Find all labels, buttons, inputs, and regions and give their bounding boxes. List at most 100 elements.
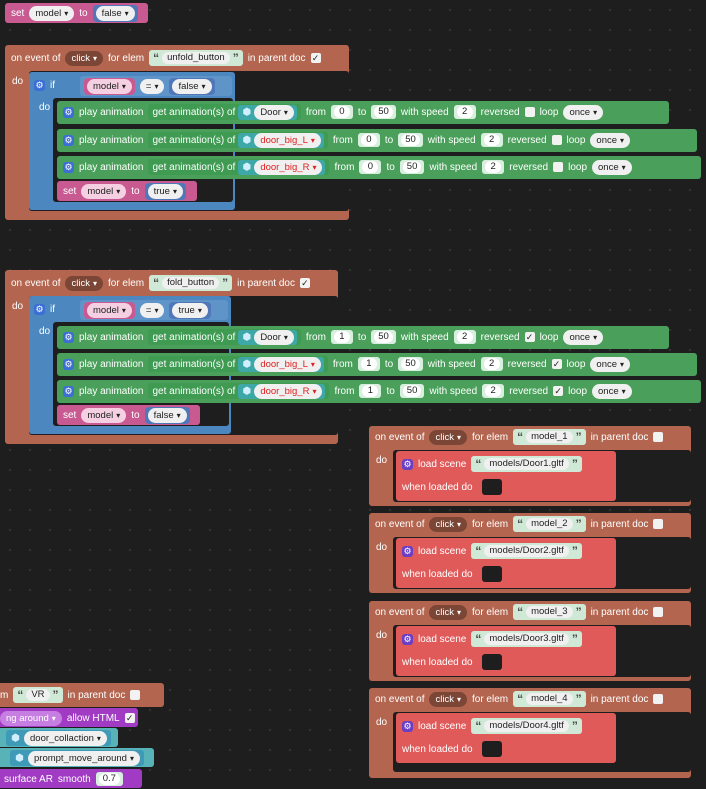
door-collaction-block[interactable]: ⬢door_collaction [0, 728, 118, 747]
speed-num[interactable]: 2 [482, 384, 505, 398]
load-scene-block[interactable]: ⚙ load scene “models/Door3.gltf” when lo… [396, 626, 616, 676]
surface-ar-block[interactable]: surface AR smooth 0.7 [0, 769, 142, 788]
bool-dropdown[interactable]: true [147, 183, 183, 199]
gear-icon[interactable]: ⚙ [402, 458, 413, 470]
cond-val-dropdown[interactable]: true [172, 302, 208, 318]
loop-dropdown[interactable]: once [592, 383, 632, 399]
to-num[interactable]: 50 [398, 357, 423, 371]
in-parent-doc-checkbox[interactable] [653, 694, 664, 704]
speed-value[interactable]: 2 [483, 358, 500, 370]
anim-row[interactable]: ⚙ play animation get animation(s) of⬢Doo… [57, 101, 669, 124]
path-input[interactable]: models/Door4.gltf [484, 720, 569, 732]
from-num[interactable]: 1 [330, 330, 353, 344]
speed-value[interactable]: 2 [456, 106, 473, 118]
cond-var-dropdown[interactable]: model [87, 302, 132, 318]
bool-dropdown[interactable]: false [95, 5, 135, 21]
anim-row[interactable]: ⚙ play animation get animation(s) of⬢doo… [57, 380, 701, 403]
gear-icon[interactable]: ⚙ [63, 106, 74, 118]
gear-icon[interactable]: ⚙ [63, 161, 74, 173]
in-parent-doc-checkbox[interactable] [653, 519, 664, 529]
load-scene-block[interactable]: ⚙ load scene “models/Door2.gltf” when lo… [396, 538, 616, 588]
var-dropdown[interactable]: model [29, 5, 75, 21]
speed-value[interactable]: 2 [456, 331, 473, 343]
to-num[interactable]: 50 [371, 330, 396, 344]
cond-val-dropdown[interactable]: false [172, 78, 212, 94]
elem-input[interactable]: model_3 [526, 606, 573, 618]
in-parent-doc-checkbox[interactable]: ✓ [299, 278, 310, 288]
obj-dropdown[interactable]: Door [254, 329, 294, 345]
from-num[interactable]: 1 [357, 357, 380, 371]
in-parent-doc-checkbox[interactable] [653, 432, 664, 442]
gear-icon[interactable]: ⚙ [63, 331, 74, 343]
event-dropdown[interactable]: click [429, 691, 467, 707]
anim-row[interactable]: ⚙ play animation get animation(s) of⬢Doo… [57, 326, 669, 349]
var-dropdown[interactable]: model [81, 183, 127, 199]
to-value[interactable]: 50 [401, 358, 420, 370]
from-num[interactable]: 0 [359, 160, 382, 174]
in-parent-doc-checkbox[interactable]: ✓ [310, 53, 321, 63]
allow-html-checkbox[interactable]: ✓ [124, 713, 135, 723]
door-collaction-dropdown[interactable]: door_collaction [24, 730, 107, 746]
to-num[interactable]: 50 [399, 160, 425, 174]
op-dropdown[interactable]: = [139, 302, 165, 318]
load-scene-block[interactable]: ⚙ load scene “models/Door1.gltf” when lo… [396, 451, 616, 501]
reversed-checkbox[interactable] [551, 135, 562, 145]
in-parent-doc-checkbox[interactable] [130, 690, 141, 700]
event-dropdown[interactable]: click [429, 429, 467, 445]
from-value[interactable]: 1 [362, 385, 379, 397]
to-value[interactable]: 50 [374, 331, 393, 343]
prompt-block[interactable]: ⬢prompt_move_around [0, 748, 154, 767]
event-dropdown[interactable]: click [65, 275, 103, 291]
loop-dropdown[interactable]: once [590, 132, 631, 148]
reversed-checkbox[interactable] [553, 162, 564, 172]
from-num[interactable]: 0 [330, 105, 353, 119]
reversed-checkbox[interactable]: ✓ [553, 386, 564, 396]
speed-num[interactable]: 2 [480, 133, 503, 147]
gear-icon[interactable]: ⚙ [63, 385, 74, 397]
obj-dropdown[interactable]: door_big_R [254, 383, 323, 399]
gear-icon[interactable]: ⚙ [402, 545, 413, 557]
reversed-checkbox[interactable]: ✓ [551, 359, 562, 369]
around-block[interactable]: ng around allow HTML ✓ [0, 708, 138, 727]
elem-input[interactable]: model_1 [526, 431, 573, 443]
speed-num[interactable]: 2 [480, 357, 503, 371]
set-false-block[interactable]: set model to false [57, 405, 200, 425]
elem-input[interactable]: model_4 [526, 693, 573, 705]
elem-input[interactable]: unfold_button [162, 52, 230, 64]
speed-num[interactable]: 2 [453, 105, 476, 119]
loop-dropdown[interactable]: once [563, 104, 604, 120]
event-dropdown[interactable]: click [429, 516, 467, 532]
set-true-block[interactable]: set model to true [57, 181, 197, 201]
gear-icon[interactable]: ⚙ [63, 134, 74, 146]
from-value[interactable]: 0 [333, 106, 350, 118]
obj-dropdown[interactable]: door_big_R [254, 159, 323, 175]
speed-value[interactable]: 2 [485, 385, 502, 397]
speed-value[interactable]: 2 [483, 134, 500, 146]
from-value[interactable]: 1 [360, 358, 377, 370]
smooth-value[interactable]: 0.7 [98, 773, 120, 785]
from-value[interactable]: 0 [360, 134, 377, 146]
gear-icon[interactable]: ⚙ [34, 303, 45, 315]
vr-input[interactable]: VR [26, 689, 50, 701]
to-num[interactable]: 50 [398, 133, 423, 147]
from-value[interactable]: 0 [362, 161, 379, 173]
loop-dropdown[interactable]: once [592, 159, 632, 175]
speed-value[interactable]: 2 [485, 161, 502, 173]
from-num[interactable]: 0 [357, 133, 380, 147]
smooth-num[interactable]: 0.7 [95, 772, 123, 786]
from-num[interactable]: 1 [359, 384, 382, 398]
op-dropdown[interactable]: = [139, 78, 165, 94]
event-dropdown[interactable]: click [65, 50, 103, 66]
to-num[interactable]: 50 [399, 384, 425, 398]
gear-icon[interactable]: ⚙ [63, 358, 74, 370]
event-dropdown[interactable]: click [429, 604, 467, 620]
gear-icon[interactable]: ⚙ [402, 720, 413, 732]
to-value[interactable]: 50 [374, 106, 393, 118]
to-value[interactable]: 50 [401, 134, 420, 146]
obj-dropdown[interactable]: door_big_L [254, 132, 321, 148]
to-num[interactable]: 50 [371, 105, 396, 119]
cond-var-dropdown[interactable]: model [87, 78, 132, 94]
path-input[interactable]: models/Door3.gltf [484, 633, 569, 645]
loop-dropdown[interactable]: once [590, 356, 631, 372]
prompt-dropdown[interactable]: prompt_move_around [28, 750, 140, 766]
